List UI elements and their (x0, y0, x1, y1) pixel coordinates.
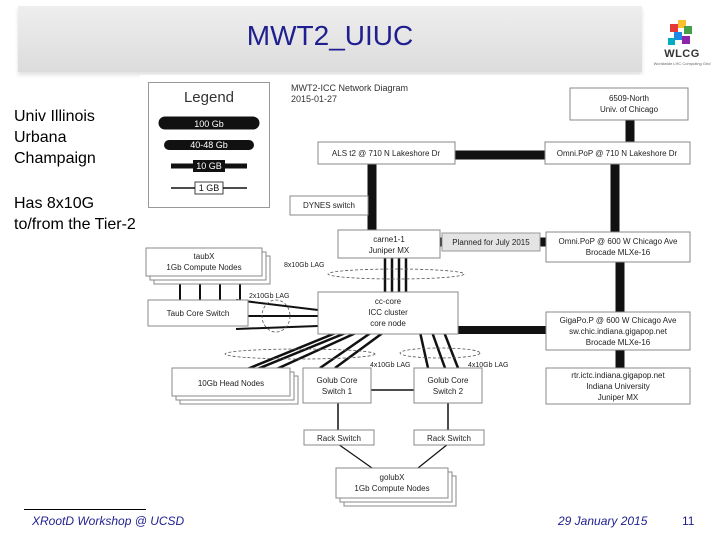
legend-100gb: 100 Gb (194, 119, 224, 129)
wlcg-logo (668, 20, 692, 45)
title-band (18, 6, 642, 72)
slide-title: MWT2_UIUC (246, 20, 414, 51)
legend-10gb: 10 GB (196, 161, 222, 171)
node-golubx: golubX (380, 473, 406, 482)
side-text-capacity: Has 8x10G to/from the Tier-2 (14, 193, 136, 235)
footer-rule (24, 509, 146, 510)
node-dynes: DYNES switch (303, 201, 355, 210)
node-planned: Planned for July 2015 (452, 238, 530, 247)
node-rtr-sub1: Indiana University (586, 382, 650, 391)
node-golub1: Golub Core (317, 376, 358, 385)
side-text-location: Univ Illinois Urbana Champaign (14, 106, 96, 169)
side-line: to/from the Tier-2 (14, 216, 136, 233)
legend-swatches: 100 Gb 40-48 Gb 10 GB 1 GB (158, 116, 260, 195)
node-north: 6509-North (609, 94, 649, 103)
node-cc-core-sub2: core node (370, 319, 406, 328)
side-line: Univ Illinois (14, 108, 95, 125)
node-cc-core: cc-core (375, 297, 402, 306)
node-north-sub: Univ. of Chicago (600, 105, 659, 114)
node-carne: carne1-1 (373, 235, 405, 244)
diagram-title: MWT2-ICC Network Diagram (291, 83, 408, 93)
side-line: Urbana (14, 129, 67, 146)
node-rtr: rtr.ictc.indiana.gigapop.net (571, 371, 665, 380)
footer-event: XRootD Workshop @ UCSD (32, 514, 185, 528)
node-omnipop-600: Omni.PoP @ 600 W Chicago Ave (559, 237, 679, 246)
node-omnipop-710: Omni.PoP @ 710 N Lakeshore Dr (557, 149, 678, 158)
nodes: 6509-North Univ. of Chicago ALS t2 @ 710… (145, 87, 691, 507)
legend-1gb: 1 GB (199, 183, 220, 193)
legend-40-48gb: 40-48 Gb (190, 140, 228, 150)
node-taubx: taubX (194, 252, 216, 261)
logo-text: WLCG (664, 48, 700, 60)
node-taub-core: Taub Core Switch (167, 309, 230, 318)
footer-date: 29 January 2015 (558, 514, 648, 528)
node-golub2: Golub Core (428, 376, 469, 385)
node-rtr-sub2: Juniper MX (598, 393, 639, 402)
label-2x10-lag: 2x10Gb LAG (249, 293, 289, 300)
node-golubx-sub: 1Gb Compute Nodes (354, 484, 429, 493)
node-rack2: Rack Switch (427, 434, 471, 443)
node-als: ALS t2 @ 710 N Lakeshore Dr (332, 149, 441, 158)
node-head: 10Gb Head Nodes (198, 379, 264, 388)
node-cc-core-sub1: ICC cluster (368, 308, 408, 317)
page-number: 11 (682, 514, 695, 528)
node-rack1: Rack Switch (317, 434, 361, 443)
node-gigapop-sub1: sw.chic.indiana.gigapop.net (569, 327, 668, 336)
node-golub2-sub: Switch 2 (433, 387, 464, 396)
node-taubx-sub: 1Gb Compute Nodes (166, 263, 241, 272)
side-line: Has 8x10G (14, 195, 95, 212)
label-8x10-lag: 8x10Gb LAG (284, 262, 324, 269)
node-golub1-sub: Switch 1 (322, 387, 353, 396)
label-4x10-lag: 4x10Gb LAG (468, 362, 508, 369)
side-line: Champaign (14, 150, 96, 167)
node-carne-sub: Juniper MX (369, 246, 410, 255)
node-omnipop-600-sub: Brocade MLXe-16 (586, 248, 651, 257)
diagram-date: 2015-01-27 (291, 94, 337, 104)
node-gigapop: GigaPo.P @ 600 W Chicago Ave (560, 316, 677, 325)
links-lag (179, 258, 460, 469)
node-gigapop-sub2: Brocade MLXe-16 (586, 338, 651, 347)
label-4x10-lag: 4x10Gb LAG (370, 362, 410, 369)
legend: Legend 100 Gb 40-48 Gb 10 GB 1 GB (148, 82, 270, 208)
lag-markers (224, 268, 481, 360)
legend-title: Legend (183, 89, 235, 106)
logo-subtext: Worldwide LHC Computing Grid (653, 61, 711, 66)
